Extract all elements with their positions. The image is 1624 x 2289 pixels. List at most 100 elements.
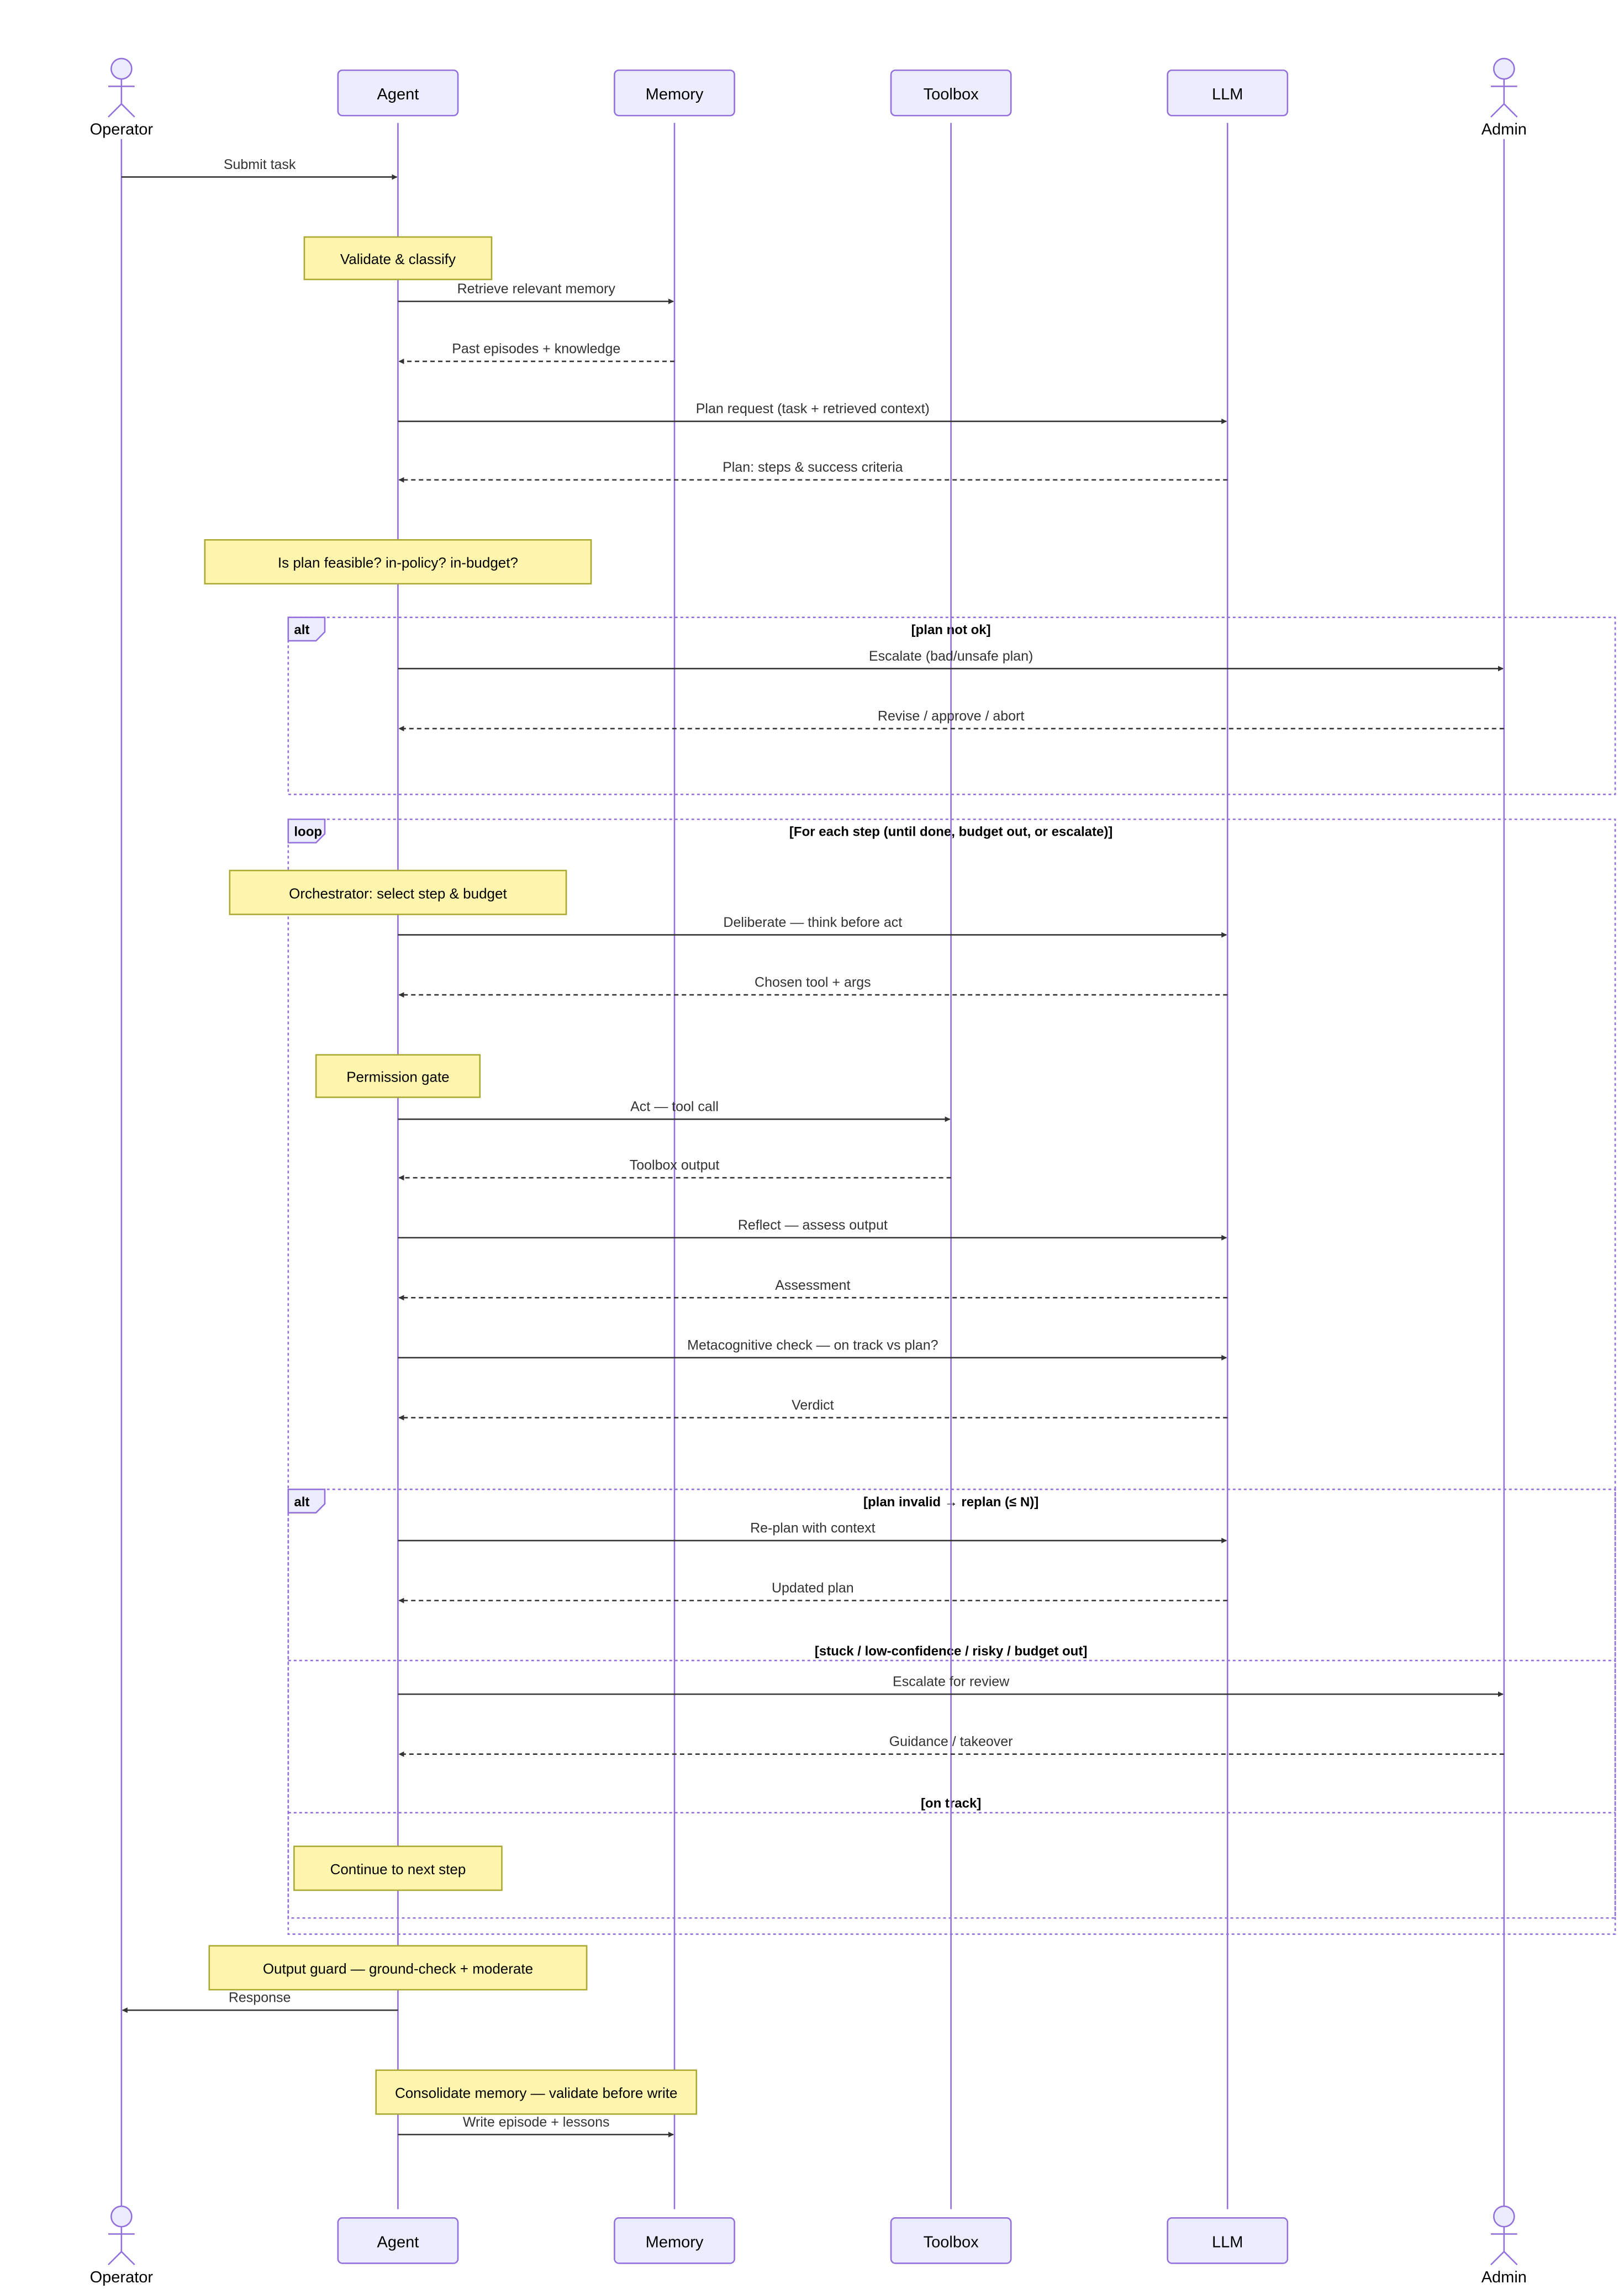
frame-kind-label: alt bbox=[294, 623, 309, 637]
frame-label-tab bbox=[287, 818, 326, 843]
message-m19: Guidance / takeover bbox=[398, 1734, 1504, 1757]
participant-admin-top: Admin bbox=[1481, 57, 1527, 139]
note-box bbox=[208, 1945, 588, 1991]
message-label: Deliberate — think before act bbox=[723, 915, 902, 930]
message-label: Toolbox output bbox=[630, 1158, 720, 1173]
participant-label: Memory bbox=[646, 2233, 704, 2251]
message-m2: Retrieve relevant memory bbox=[398, 281, 674, 304]
note-label: Output guard — ground-check + moderate bbox=[263, 1960, 533, 1977]
message-label: Escalate for review bbox=[893, 1674, 1010, 1690]
message-m8: Deliberate — think before act bbox=[398, 915, 1227, 938]
message-label: Guidance / takeover bbox=[889, 1734, 1013, 1749]
participant-box bbox=[1167, 2217, 1289, 2264]
message-label: Reflect — assess output bbox=[738, 1217, 888, 1233]
message-label: Metacognitive check — on track vs plan? bbox=[687, 1337, 938, 1353]
message-m21: Write episode + lessons bbox=[398, 2114, 674, 2138]
participant-box bbox=[614, 69, 735, 117]
note-label: Validate & classify bbox=[340, 251, 456, 267]
participant-label: LLM bbox=[1212, 86, 1243, 103]
frame-label-tab bbox=[287, 616, 326, 642]
note-n3: Orchestrator: select step & budget bbox=[229, 869, 567, 915]
message-m12: Reflect — assess output bbox=[398, 1217, 1227, 1241]
participant-label: Toolbox bbox=[924, 86, 979, 103]
participant-label: Memory bbox=[646, 86, 704, 103]
participant-toolbox-top: Toolbox bbox=[890, 69, 1012, 117]
message-label: Chosen tool + args bbox=[755, 975, 871, 990]
participant-operator-top: Operator bbox=[90, 57, 153, 139]
message-m4: Plan request (task + retrieved context) bbox=[398, 401, 1227, 424]
message-m5: Plan: steps & success criteria bbox=[398, 460, 1228, 483]
note-label: Consolidate memory — validate before wri… bbox=[395, 2085, 678, 2101]
note-label: Orchestrator: select step & budget bbox=[289, 885, 507, 901]
message-m13: Assessment bbox=[398, 1278, 1228, 1301]
frame-loop: loop[For each step (until done, budget o… bbox=[287, 818, 1616, 1935]
participant-label: Admin bbox=[1481, 2269, 1527, 2286]
message-label: Revise / approve / abort bbox=[878, 708, 1024, 724]
participant-label: Admin bbox=[1481, 121, 1527, 139]
message-m17: Updated plan bbox=[398, 1580, 1228, 1604]
participant-agent-bottom: Agent bbox=[337, 2217, 459, 2264]
message-label: Verdict bbox=[792, 1397, 834, 1413]
message-m20: Response bbox=[122, 1990, 398, 2013]
message-label: Submit task bbox=[224, 157, 296, 172]
participant-operator-bottom: Operator bbox=[90, 2205, 154, 2286]
frame-border bbox=[287, 616, 1616, 795]
participant-box bbox=[614, 2217, 735, 2264]
stick-figure-icon bbox=[1490, 2205, 1518, 2266]
participant-label: LLM bbox=[1212, 2233, 1243, 2251]
participant-memory-top: Memory bbox=[614, 69, 735, 117]
participant-agent-top: Agent bbox=[337, 69, 459, 117]
participant-label: Operator bbox=[90, 2269, 154, 2286]
note-box bbox=[315, 1054, 481, 1098]
note-box bbox=[204, 539, 592, 585]
participant-box bbox=[1167, 69, 1289, 117]
message-label: Past episodes + knowledge bbox=[452, 341, 620, 357]
message-m16: Re-plan with context bbox=[398, 1520, 1227, 1544]
participant-llm-bottom: LLM bbox=[1167, 2217, 1289, 2264]
frame-alt: alt[plan not ok] bbox=[287, 616, 1616, 795]
participant-label: Agent bbox=[377, 86, 419, 103]
note-box bbox=[303, 236, 493, 281]
note-box bbox=[293, 1845, 503, 1891]
frame-border bbox=[287, 818, 1616, 1935]
frame-label-tab bbox=[287, 1489, 326, 1513]
note-box bbox=[375, 2069, 698, 2115]
participant-label: Toolbox bbox=[924, 2233, 979, 2251]
message-m11: Toolbox output bbox=[398, 1158, 951, 1181]
note-label: Permission gate bbox=[346, 1069, 449, 1085]
message-label: Plan: steps & success criteria bbox=[723, 460, 903, 475]
participant-toolbox-bottom: Toolbox bbox=[890, 2217, 1012, 2264]
message-m10: Act — tool call bbox=[398, 1099, 951, 1122]
participant-llm-top: LLM bbox=[1167, 69, 1289, 117]
participant-box bbox=[337, 69, 459, 117]
message-label: Response bbox=[229, 1990, 291, 2006]
message-m14: Metacognitive check — on track vs plan? bbox=[398, 1337, 1227, 1360]
message-m1: Submit task bbox=[121, 157, 398, 180]
participant-box bbox=[337, 2217, 459, 2264]
message-m6: Escalate (bad/unsafe plan) bbox=[398, 648, 1504, 672]
frame-kind-label: loop bbox=[294, 825, 322, 840]
message-label: Plan request (task + retrieved context) bbox=[696, 401, 930, 416]
participant-box bbox=[890, 2217, 1012, 2264]
note-label: Is plan feasible? in-policy? in-budget? bbox=[278, 555, 518, 571]
note-label: Continue to next step bbox=[330, 1861, 466, 1877]
stick-figure-icon bbox=[108, 2205, 135, 2266]
participant-admin-bottom: Admin bbox=[1481, 2205, 1527, 2286]
message-label: Retrieve relevant memory bbox=[457, 281, 616, 297]
message-label: Updated plan bbox=[772, 1580, 854, 1596]
note-n4: Permission gate bbox=[315, 1054, 481, 1098]
message-label: Escalate (bad/unsafe plan) bbox=[869, 648, 1033, 664]
stick-figure-icon bbox=[108, 57, 135, 118]
message-label: Re-plan with context bbox=[750, 1520, 876, 1536]
note-n6: Output guard — ground-check + moderate bbox=[208, 1945, 588, 1991]
message-m9: Chosen tool + args bbox=[398, 975, 1228, 998]
note-n1: Validate & classify bbox=[303, 236, 493, 281]
frame-kind-label: alt bbox=[294, 1495, 309, 1510]
note-n7: Consolidate memory — validate before wri… bbox=[375, 2069, 698, 2115]
stick-figure-icon bbox=[1490, 57, 1518, 118]
message-m7: Revise / approve / abort bbox=[398, 708, 1504, 732]
note-n5: Continue to next step bbox=[293, 1845, 503, 1891]
note-box bbox=[229, 869, 567, 915]
participant-memory-bottom: Memory bbox=[614, 2217, 735, 2264]
message-label: Act — tool call bbox=[630, 1099, 719, 1115]
